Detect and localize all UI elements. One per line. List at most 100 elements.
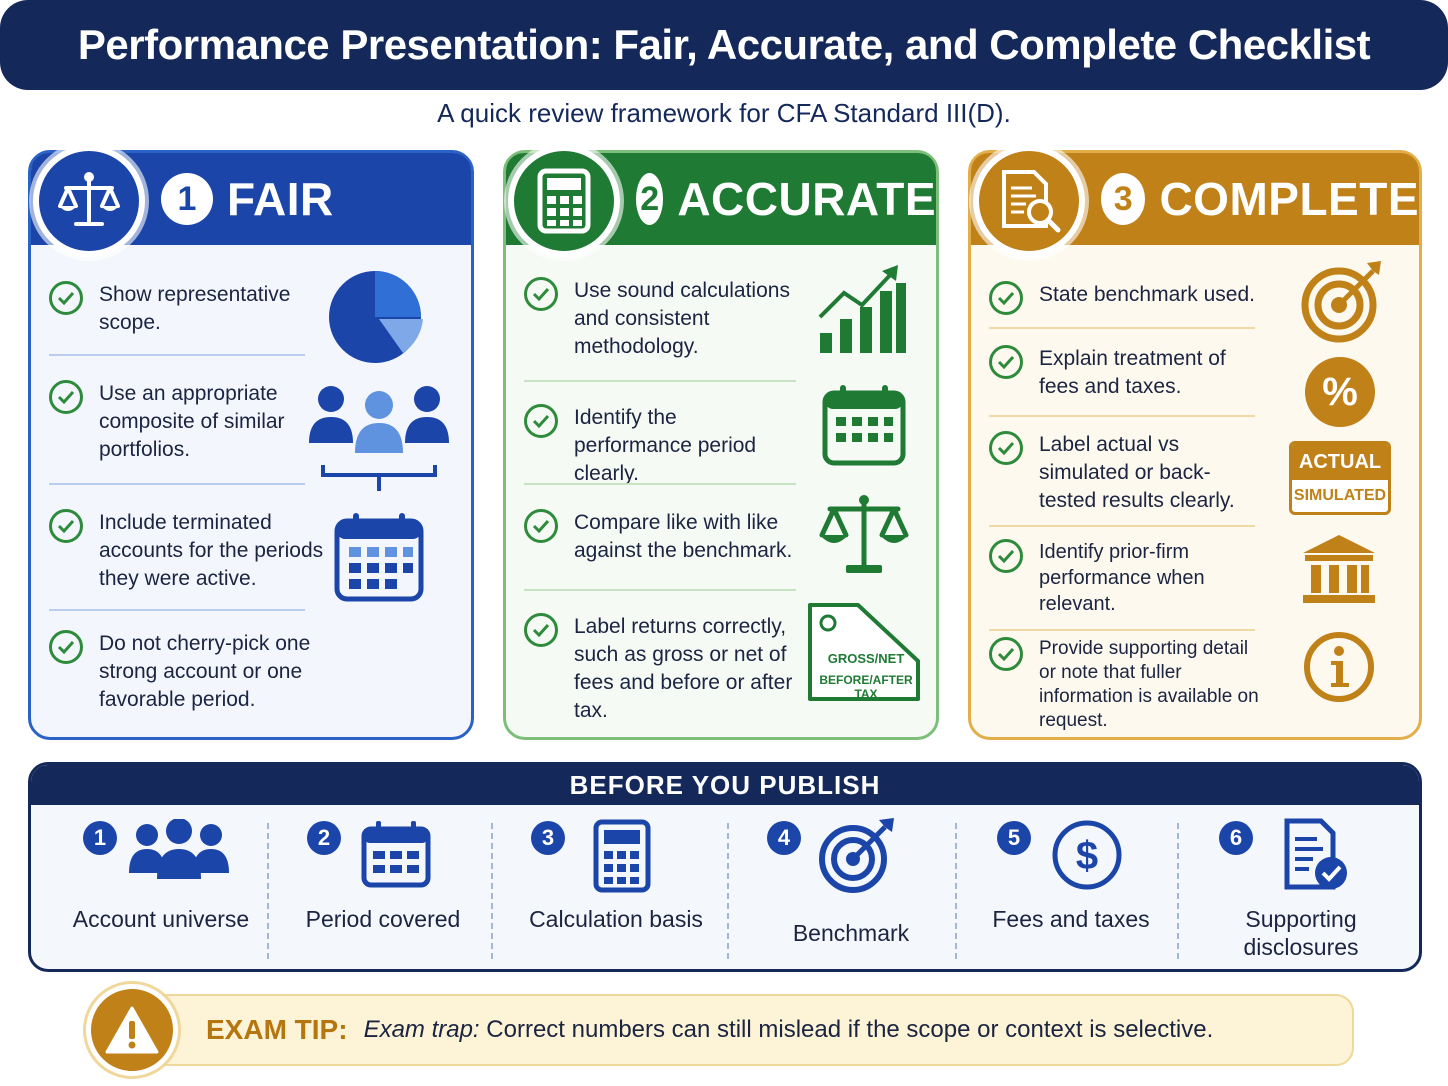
check-icon <box>49 281 83 315</box>
group-icon <box>307 383 451 508</box>
publish-step: 1 Account universe <box>61 805 261 969</box>
step-label: Period covered <box>305 906 461 932</box>
divider <box>989 629 1255 631</box>
checklist-text: Label actual vs simulated or back-tested… <box>1039 433 1235 512</box>
tag-line-1: GROSS/NET <box>827 651 905 666</box>
accurate-body: Use sound calculations and consistent me… <box>506 245 936 737</box>
calculator-icon <box>593 819 651 898</box>
document-check-icon <box>1283 817 1349 898</box>
dashed-divider <box>727 823 729 959</box>
step-number: 3 <box>531 821 565 855</box>
checklist-text: Do not cherry-pick one strong account or… <box>99 632 311 711</box>
divider <box>49 354 305 356</box>
tag-icon: GROSS/NET BEFORE/AFTER TAX <box>806 601 922 705</box>
divider <box>989 415 1255 417</box>
check-icon <box>989 281 1023 315</box>
fair-body: Show representative scope. Use an approp… <box>31 245 471 737</box>
group-icon <box>127 818 231 890</box>
divider <box>49 609 305 611</box>
step-number: 4 <box>767 821 801 855</box>
publish-step: 3 Calculation basis <box>505 805 727 969</box>
exam-tip-label: EXAM TIP: <box>206 1014 348 1045</box>
checklist-item: Do not cherry-pick one strong account or… <box>49 630 319 714</box>
divider <box>524 589 796 591</box>
divider <box>524 483 796 485</box>
check-icon <box>49 509 83 543</box>
publish-heading: BEFORE YOU PUBLISH <box>31 765 1419 805</box>
page-subtitle: A quick review framework for CFA Standar… <box>437 98 1011 128</box>
simulated-label: SIMULATED <box>1293 487 1387 504</box>
percent-icon: % <box>1305 357 1375 427</box>
checklist-text: Label returns correctly, such as gross o… <box>574 615 793 722</box>
step-label: Benchmark <box>792 920 910 946</box>
target-icon <box>817 817 897 900</box>
checklist-item: Include terminated accounts for the peri… <box>49 509 339 593</box>
divider <box>49 483 305 485</box>
actual-label: ACTUAL <box>1292 444 1388 480</box>
bar-growth-icon <box>818 263 908 360</box>
exam-tip-lead: Exam trap: <box>363 1016 480 1043</box>
dollar-icon: $ <box>1051 819 1123 896</box>
divider <box>524 380 796 382</box>
check-icon <box>49 380 83 414</box>
dashed-divider <box>491 823 493 959</box>
step-label: Fees and taxes <box>992 906 1150 932</box>
svg-text:$: $ <box>1076 834 1098 878</box>
step-number: 5 <box>997 821 1031 855</box>
info-icon <box>1303 631 1375 708</box>
checklist-item: State benchmark used. <box>989 281 1259 315</box>
checklist-item: Use sound calculations and consistent me… <box>524 277 794 361</box>
fair-label: FAIR <box>227 173 334 225</box>
checklist-text: Include terminated accounts for the peri… <box>99 511 324 590</box>
scales-icon <box>33 145 145 257</box>
complete-number: 3 <box>1101 173 1146 225</box>
checklist-item: Identify the performance period clearly. <box>524 404 794 488</box>
before-you-publish-panel: BEFORE YOU PUBLISH 1 Account universe 2 … <box>28 762 1422 972</box>
target-icon <box>1301 259 1385 348</box>
calendar-icon <box>361 819 431 894</box>
step-label: Supporting disclosures <box>1243 906 1359 960</box>
check-icon <box>524 277 558 311</box>
accurate-label: ACCURATE <box>677 173 936 225</box>
complete-label: COMPLETE <box>1159 173 1419 225</box>
step-number: 2 <box>307 821 341 855</box>
divider <box>989 327 1255 329</box>
calendar-icon <box>822 383 906 472</box>
dashed-divider <box>1177 823 1179 959</box>
checklist-text: Identify the performance period clearly. <box>574 406 757 485</box>
page-title: Performance Presentation: Fair, Accurate… <box>77 21 1371 68</box>
accurate-card: 2 ACCURATE Use sound calculations and co… <box>503 145 939 740</box>
checklist-text: Provide supporting detail or note that f… <box>1039 638 1259 731</box>
checklist-text: Use sound calculations and consistent me… <box>574 279 790 358</box>
warning-icon <box>86 984 178 1076</box>
complete-body: State benchmark used. Explain treatment … <box>971 245 1419 737</box>
step-number: 1 <box>83 821 117 855</box>
step-label: Calculation basis <box>529 906 703 932</box>
calendar-icon <box>333 511 425 608</box>
check-icon <box>524 613 558 647</box>
check-icon <box>989 345 1023 379</box>
check-icon <box>524 404 558 438</box>
exam-tip-body: Correct numbers can still mislead if the… <box>479 1016 1214 1043</box>
fair-number: 1 <box>161 173 213 225</box>
check-icon <box>524 509 558 543</box>
checklist-text: Show representative scope. <box>99 283 291 334</box>
check-icon <box>989 637 1023 671</box>
publish-step: 6 Supporting disclosures <box>1191 805 1411 969</box>
calculator-icon <box>508 145 620 257</box>
accurate-number: 2 <box>636 173 664 225</box>
dashed-divider <box>955 823 957 959</box>
document-search-icon <box>973 145 1085 257</box>
step-number: 6 <box>1219 821 1253 855</box>
publish-step: 4 Benchmark <box>741 805 961 969</box>
publish-step: 5 $ Fees and taxes <box>971 805 1171 969</box>
fair-card: 1 FAIR Show representative scope. Use an… <box>28 145 474 740</box>
percent-symbol: % <box>1322 369 1358 414</box>
checklist-text: Compare like with like against the bench… <box>574 511 793 562</box>
checklist-text: Explain treatment of fees and taxes. <box>1039 347 1226 398</box>
exam-tip-banner: EXAM TIP: Exam trap: Correct numbers can… <box>96 994 1354 1066</box>
publish-step: 2 Period covered <box>283 805 483 969</box>
check-icon <box>989 539 1023 573</box>
check-icon <box>49 630 83 664</box>
checklist-item: Use an appropriate composite of similar … <box>49 380 309 464</box>
